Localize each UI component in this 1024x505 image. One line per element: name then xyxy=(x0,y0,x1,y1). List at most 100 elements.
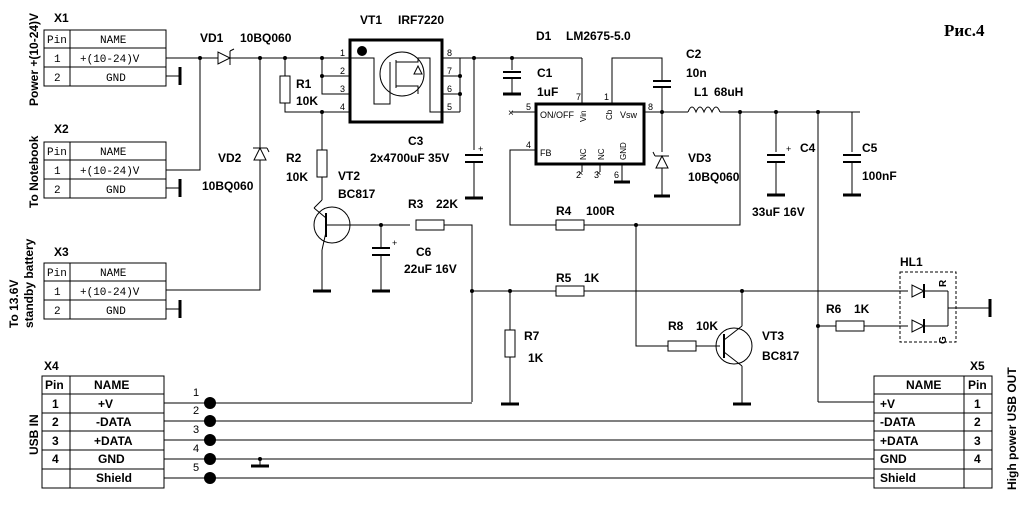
pin-name: Shield xyxy=(880,471,916,485)
pin-number: 3 xyxy=(974,434,981,448)
pin-number: 3 xyxy=(52,434,59,448)
pin-label: Vsw xyxy=(620,110,638,120)
connector-ref: X5 xyxy=(970,359,985,373)
part-value: 1K xyxy=(528,351,544,365)
part-value: LM2675-5.0 xyxy=(566,29,631,43)
pin-number: 1 xyxy=(54,54,61,66)
header-pin: Pin xyxy=(45,378,64,392)
part-ref: R5 xyxy=(556,271,572,285)
part-value: 10BQ060 xyxy=(688,170,740,184)
resistor-r1: R1 10K xyxy=(279,75,318,108)
pin-number: 6 xyxy=(447,84,452,94)
capacitor-c3: + C3 2x4700uF 35V xyxy=(370,58,483,200)
pin-label: Cb xyxy=(605,109,614,120)
connector-x3: X3 To 13.6V standby battery Pin NAME 1 +… xyxy=(7,238,167,328)
part-ref: R7 xyxy=(524,329,540,343)
part-ref: R3 xyxy=(408,197,424,211)
connector-side-label: Power +(10-24)V xyxy=(27,13,41,106)
connector-ref: X3 xyxy=(54,245,69,259)
part-ref: VD3 xyxy=(688,151,712,165)
part-ref: C4 xyxy=(800,141,816,155)
part-value: 22uF 16V xyxy=(404,262,457,276)
pin-name: GND xyxy=(106,306,126,318)
part-value: 33uF 16V xyxy=(752,205,805,219)
output-stage: L1 68uH VD3 10BQ060 + C4 33uF 16V C5 100… xyxy=(584,85,897,403)
bus-number: 2 xyxy=(193,405,199,417)
svg-text:×: × xyxy=(596,168,601,178)
pin-name: +(10-24)V xyxy=(80,287,140,299)
pin-number: 8 xyxy=(648,102,653,112)
part-value: 100R xyxy=(586,204,615,218)
pin-name: +DATA xyxy=(94,434,133,448)
part-ref: L1 xyxy=(694,85,708,99)
svg-text:×: × xyxy=(508,108,514,119)
pin-label: NC xyxy=(597,148,606,160)
pin-number: 2 xyxy=(54,306,61,318)
part-ref: VT3 xyxy=(762,329,784,343)
part-value: BC817 xyxy=(762,349,800,363)
pin-name: +(10-24)V xyxy=(80,54,140,66)
vin-bus: C1 1uF xyxy=(460,57,583,104)
part-value: 1K xyxy=(584,271,600,285)
part-ref: C5 xyxy=(862,141,878,155)
connector-x5: X5 High power USB OUT NAME Pin +V 1 -DAT… xyxy=(873,359,1019,490)
bus-number: 3 xyxy=(193,424,199,436)
part-value: 10n xyxy=(686,66,707,80)
header-pin: Pin xyxy=(968,378,987,392)
pin-number: 2 xyxy=(54,185,61,197)
part-ref: C1 xyxy=(537,66,553,80)
part-value: BC817 xyxy=(338,187,376,201)
part-value: 10K xyxy=(696,319,718,333)
bus-number: 1 xyxy=(193,387,199,399)
connector-ref: X4 xyxy=(44,359,59,373)
pin-name: Shield xyxy=(96,471,132,485)
part-ref: VT2 xyxy=(338,169,360,183)
svg-text:+: + xyxy=(786,144,791,154)
pin-number: 4 xyxy=(52,452,59,466)
bus-number: 4 xyxy=(193,443,199,455)
part-value: 22K xyxy=(436,197,458,211)
bus-number: 5 xyxy=(193,462,199,474)
svg-text:×: × xyxy=(578,168,583,178)
pin-name: -DATA xyxy=(96,415,132,429)
part-ref: C6 xyxy=(416,245,432,259)
pin-label: FB xyxy=(540,148,552,158)
part-ref: R6 xyxy=(826,302,842,316)
part-value: 1uF xyxy=(537,85,558,99)
pin-number: 2 xyxy=(54,73,61,85)
header-pin: Pin xyxy=(47,147,67,159)
part-ref: VT1 xyxy=(360,13,382,27)
pin-number: 6 xyxy=(614,170,619,180)
mosfet-vt1: VT1 IRF7220 1 2 3 4 8 7 6 5 xyxy=(340,13,461,124)
resistor-r4: R4 100R xyxy=(555,204,668,347)
pin-number: 1 xyxy=(54,166,61,178)
header-name: NAME xyxy=(94,378,129,392)
part-value: 1K xyxy=(854,302,870,316)
pin-name: -DATA xyxy=(880,415,916,429)
pin-label: Vin xyxy=(579,111,588,122)
figure-label: Рис.4 xyxy=(944,21,985,40)
pin-name: +V xyxy=(880,397,895,411)
connector-side-label: High power USB OUT xyxy=(1005,367,1019,490)
header-name: NAME xyxy=(906,378,941,392)
pin-name: +V xyxy=(98,397,113,411)
indicator-circuit: R5 1K R7 1K R8 10K VT3 BC817 R6 1K HL1 R… xyxy=(472,255,992,406)
pin-number: 1 xyxy=(974,397,981,411)
input-wiring xyxy=(166,57,340,318)
usb-bus: 1 2 3 4 5 xyxy=(164,387,874,484)
connector-side-label-1: To 13.6V xyxy=(7,280,21,328)
part-ref: HL1 xyxy=(900,255,923,269)
svg-text:+: + xyxy=(392,238,397,248)
pin-number: 4 xyxy=(340,102,345,112)
pin-label: NC xyxy=(579,148,588,160)
header-name: NAME xyxy=(100,268,127,280)
connector-x1: X1 Power +(10-24)V Pin NAME 1 +(10-24)V … xyxy=(27,11,167,106)
pin-number: 2 xyxy=(576,170,581,180)
pin-number: 2 xyxy=(974,415,981,429)
part-value: 100nF xyxy=(862,169,897,183)
part-ref: VD1 xyxy=(200,31,224,45)
pin-number: 1 xyxy=(52,397,59,411)
pin-name: GND xyxy=(880,452,907,466)
pin-number: 1 xyxy=(340,48,345,58)
regulator-d1: D1 LM2675-5.0 ON/OFF FB Vin Cb Vsw NC NC… xyxy=(508,29,653,226)
